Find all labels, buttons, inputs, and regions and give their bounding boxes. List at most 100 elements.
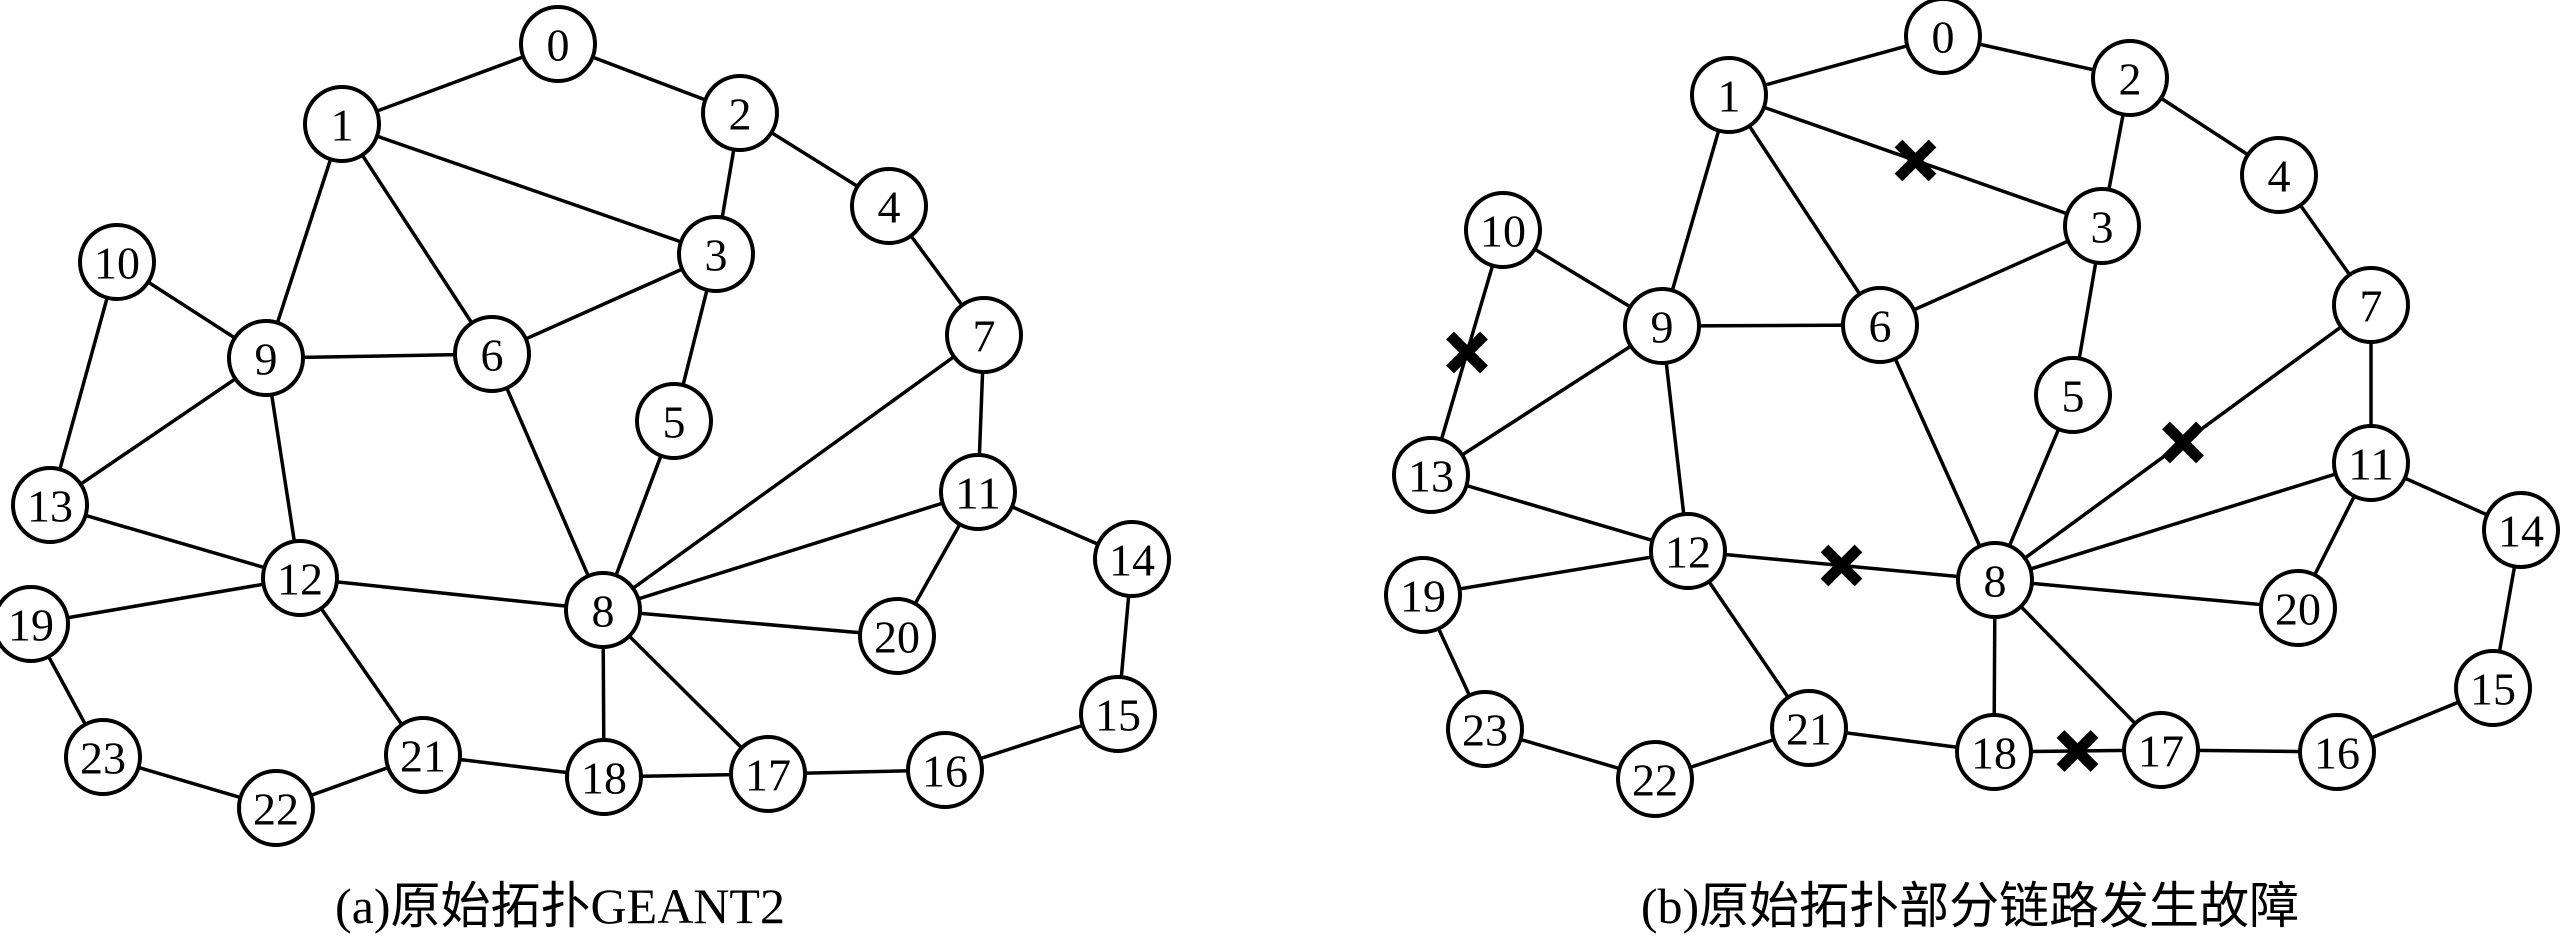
node-21: 21 xyxy=(384,716,462,794)
node-circle xyxy=(64,718,142,796)
node-circle xyxy=(729,735,807,813)
failure-mark-7-8 xyxy=(2162,421,2204,464)
failure-mark-8-12 xyxy=(1820,544,1863,587)
node-circle xyxy=(0,585,70,663)
node-label: 6 xyxy=(1869,301,1892,352)
node-circle xyxy=(701,74,779,152)
node-circle xyxy=(2122,711,2200,789)
link-8-20 xyxy=(1994,578,2299,610)
node-9: 9 xyxy=(227,319,305,397)
node-circle xyxy=(1770,689,1848,767)
node-label: 21 xyxy=(400,731,446,782)
node-circle xyxy=(939,453,1017,531)
node-label: 7 xyxy=(2360,281,2383,332)
node-18: 18 xyxy=(565,738,643,816)
node-12: 12 xyxy=(1649,512,1727,590)
node-circle xyxy=(1904,0,1982,75)
node-circle xyxy=(635,382,713,460)
node-circle xyxy=(2240,136,2318,214)
node-label: 23 xyxy=(1462,705,1508,756)
node-circle xyxy=(1841,286,1919,364)
node-circle xyxy=(945,296,1023,374)
node-label: 20 xyxy=(2275,584,2321,635)
node-circle xyxy=(1079,675,1157,753)
node-circle xyxy=(1093,520,1171,598)
node-7: 7 xyxy=(945,296,1023,374)
node-0: 0 xyxy=(1904,0,1982,75)
node-17: 17 xyxy=(729,735,807,813)
node-label: 11 xyxy=(2348,439,2394,490)
node-21: 21 xyxy=(1770,689,1848,767)
node-label: 13 xyxy=(27,481,73,532)
node-label: 12 xyxy=(277,554,323,605)
node-14: 14 xyxy=(1093,520,1171,598)
node-8: 8 xyxy=(1956,541,2034,619)
node-5: 5 xyxy=(2034,356,2112,434)
link-1-3 xyxy=(341,122,717,256)
node-label: 14 xyxy=(2498,506,2544,557)
node-label: 16 xyxy=(922,746,968,797)
link-3-6 xyxy=(1879,224,2103,327)
node-18: 18 xyxy=(1955,713,2033,791)
panel-a-links xyxy=(29,42,1134,810)
node-label: 0 xyxy=(547,20,570,71)
node-10: 10 xyxy=(1464,191,1542,269)
node-23: 23 xyxy=(64,718,142,796)
node-label: 20 xyxy=(874,612,920,663)
node-circle xyxy=(2034,356,2112,434)
node-6: 6 xyxy=(453,315,531,393)
node-label: 9 xyxy=(255,334,278,385)
node-5: 5 xyxy=(635,382,713,460)
node-19: 19 xyxy=(1384,556,1462,634)
node-circle xyxy=(2063,187,2141,265)
node-label: 2 xyxy=(2119,54,2142,105)
node-circle xyxy=(1464,191,1542,269)
node-circle xyxy=(1956,541,2034,619)
node-label: 8 xyxy=(592,586,615,637)
node-20: 20 xyxy=(2259,569,2337,647)
node-circle xyxy=(2298,713,2376,791)
panel-b-caption: (b)原始拓扑部分链路发生故障 xyxy=(1641,878,2299,934)
node-label: 4 xyxy=(2268,151,2291,202)
node-circle xyxy=(565,738,643,816)
link-3-6 xyxy=(491,252,717,356)
link-8-17 xyxy=(1993,578,2163,752)
node-circle xyxy=(564,571,642,649)
node-14: 14 xyxy=(2482,491,2560,569)
node-8: 8 xyxy=(564,571,642,649)
node-circle xyxy=(1623,287,1701,365)
node-7: 7 xyxy=(2332,266,2410,344)
node-19: 19 xyxy=(0,585,70,663)
node-label: 15 xyxy=(2470,664,2516,715)
node-circle xyxy=(237,769,315,847)
node-circle xyxy=(677,215,755,293)
node-circle xyxy=(453,315,531,393)
node-label: 19 xyxy=(1400,571,1446,622)
node-13: 13 xyxy=(1392,436,1470,514)
node-1: 1 xyxy=(303,85,381,163)
node-label: 8 xyxy=(1984,556,2007,607)
node-circle xyxy=(2091,39,2169,117)
node-label: 0 xyxy=(1932,12,1955,63)
failure-mark-1-3 xyxy=(1894,139,1937,182)
link-1-9 xyxy=(264,123,344,359)
link-1-9 xyxy=(1660,94,1731,327)
node-23: 23 xyxy=(1446,690,1524,768)
link-7-8 xyxy=(601,333,986,612)
node-circle xyxy=(850,167,928,245)
node-label: 14 xyxy=(1109,535,1155,586)
node-circle xyxy=(1649,512,1727,590)
node-label: 5 xyxy=(663,397,686,448)
node-circle xyxy=(858,597,936,675)
panel-b-failure-marks xyxy=(1446,139,2204,772)
node-15: 15 xyxy=(2454,649,2532,727)
node-3: 3 xyxy=(2063,187,2141,265)
node-label: 22 xyxy=(253,784,299,835)
node-circle xyxy=(11,466,89,544)
link-1-6 xyxy=(1727,94,1882,326)
node-circle xyxy=(2332,424,2410,502)
node-label: 17 xyxy=(2138,726,2184,777)
node-circle xyxy=(1384,556,1462,634)
